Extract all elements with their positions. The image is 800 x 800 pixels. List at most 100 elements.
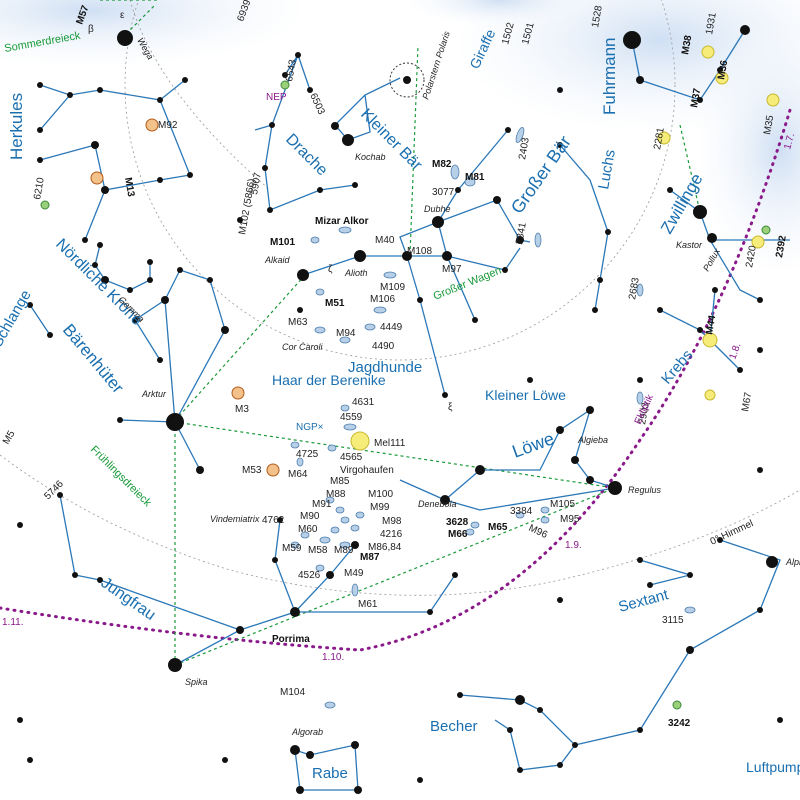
label-m97: M97 [442, 264, 462, 275]
star-names: Wega Polarstern Polaris Kochab Dubhe Miz… [117, 29, 800, 737]
constellation-baerenhueter: Bärenhüter [59, 320, 128, 397]
label-m106: M106 [370, 294, 395, 305]
constellation-luftpumpe: Luftpumpe [746, 759, 800, 775]
constellation-jagdhunde: Jagdhunde [348, 359, 422, 376]
label-m100: M100 [368, 489, 393, 500]
label-m81: M81 [465, 172, 485, 183]
label-m105: M105 [550, 499, 575, 510]
label-m8684: M86,84 [368, 542, 402, 553]
constellation-luchs: Luchs [595, 148, 619, 190]
constellation-names: Herkules Drache Kleiner Bär Giraffe Fuhr… [0, 26, 800, 782]
label-3242: 3242 [668, 718, 691, 729]
label-4725: 4725 [296, 449, 319, 460]
constellation-fuhrmann: Fuhrmann [600, 38, 619, 115]
star-alphard: Alphard [785, 557, 800, 567]
label-ekliptik: Ekliptik [633, 392, 657, 426]
star-denebola: Denebola [418, 499, 457, 509]
label-xi: ξ [448, 402, 453, 413]
star-algieba: Algieba [577, 435, 608, 445]
label-date-7: 1.7. [782, 132, 797, 151]
constellation-jungfrau: Jungfrau [98, 574, 159, 624]
label-m92: M92 [158, 120, 178, 131]
label-4449: 4449 [380, 322, 403, 333]
milky-way [0, 0, 800, 270]
label-4762: 4762 [262, 515, 285, 526]
label-2420: 2420 [744, 244, 759, 268]
star-alioth: Alioth [344, 268, 368, 278]
label-m102: M102 (5866) [237, 178, 258, 236]
label-beta: β [88, 24, 94, 35]
label-4526: 4526 [298, 570, 321, 581]
constellation-grosser-baer: Großer Bär [507, 132, 575, 217]
label-date-11: 1.11. [2, 617, 24, 628]
label-m88: M88 [326, 489, 346, 500]
constellation-sextant: Sextant [617, 586, 671, 616]
label-m53: M53 [242, 465, 262, 476]
label-m99: M99 [370, 502, 390, 513]
label-4216: 4216 [380, 529, 403, 540]
star-polarstern: Polarstern Polaris [420, 29, 452, 100]
label-m63: M63 [288, 317, 308, 328]
label-1528: 1528 [590, 4, 605, 28]
star-pollux: Pollux [701, 246, 722, 273]
label-m51: M51 [325, 298, 345, 309]
label-date-10: 1.10. [322, 652, 344, 663]
star-algorab: Algorab [291, 727, 323, 737]
label-4490: 4490 [372, 341, 395, 352]
label-zeta: ζ [328, 264, 333, 275]
label-m108: M108 [407, 246, 432, 257]
label-1931: 1931 [704, 11, 719, 35]
label-m3: M3 [235, 404, 249, 415]
constellation-schlange: Schlange [0, 287, 35, 350]
label-3384: 3384 [510, 506, 533, 517]
label-3628: 3628 [446, 517, 469, 528]
label-m91: M91 [312, 499, 332, 510]
label-m64: M64 [288, 469, 308, 480]
label-m40: M40 [375, 235, 395, 246]
label-m82: M82 [432, 159, 452, 170]
constellation-kleiner-loewe: Kleiner Löwe [485, 387, 566, 403]
label-m35: M35 [762, 114, 776, 135]
constellation-zwillinge: Zwillinge [657, 170, 707, 237]
label-m67: M67 [740, 391, 754, 412]
label-ngp: NGP× [296, 422, 324, 433]
star-cor-caroli: Cor Caroli [282, 342, 324, 352]
star-alkaid: Alkaid [264, 255, 291, 265]
label-m44: M44 [704, 314, 718, 335]
label-m98: M98 [382, 516, 402, 527]
label-m37: M37 [689, 87, 703, 108]
label-2281: 2281 [652, 126, 667, 150]
label-virgohaufen: Virgohaufen [340, 465, 394, 476]
label-date-9: 1.9. [565, 540, 582, 551]
label-m96: M96 [527, 523, 550, 541]
constellation-rabe: Rabe [312, 765, 348, 782]
label-3115: 3115 [662, 615, 684, 626]
stars [17, 25, 783, 794]
label-4631: 4631 [352, 397, 375, 408]
label-m36: M36 [716, 59, 730, 80]
label-m94: M94 [336, 328, 356, 339]
star-mizar-alkor: Mizar Alkor [315, 216, 369, 227]
galaxies [290, 127, 696, 709]
declination-circles [0, 0, 800, 596]
label-m85: M85 [330, 476, 350, 487]
label-m13: M13 [122, 177, 136, 198]
label-m104: M104 [280, 687, 305, 698]
constellation-lines [29, 29, 790, 791]
label-m59: M59 [282, 543, 302, 554]
label-m109: M109 [380, 282, 405, 293]
label-5907: 5907 [249, 171, 264, 195]
star-spika: Spika [185, 677, 208, 687]
label-m61: M61 [358, 599, 378, 610]
label-m5: M5 [1, 429, 18, 447]
label-2683: 2683 [627, 276, 642, 300]
label-m66: M66 [448, 529, 468, 540]
special-markers [40, 45, 780, 710]
label-2903: 2903 [637, 401, 652, 425]
asterism-fruehlingsdreieck: Frühlingsdreieck [88, 444, 154, 510]
star-regulus: Regulus [628, 485, 662, 495]
star-kastor: Kastor [676, 240, 703, 250]
label-6210: 6210 [32, 176, 47, 200]
label-6503: 6503 [307, 92, 327, 117]
